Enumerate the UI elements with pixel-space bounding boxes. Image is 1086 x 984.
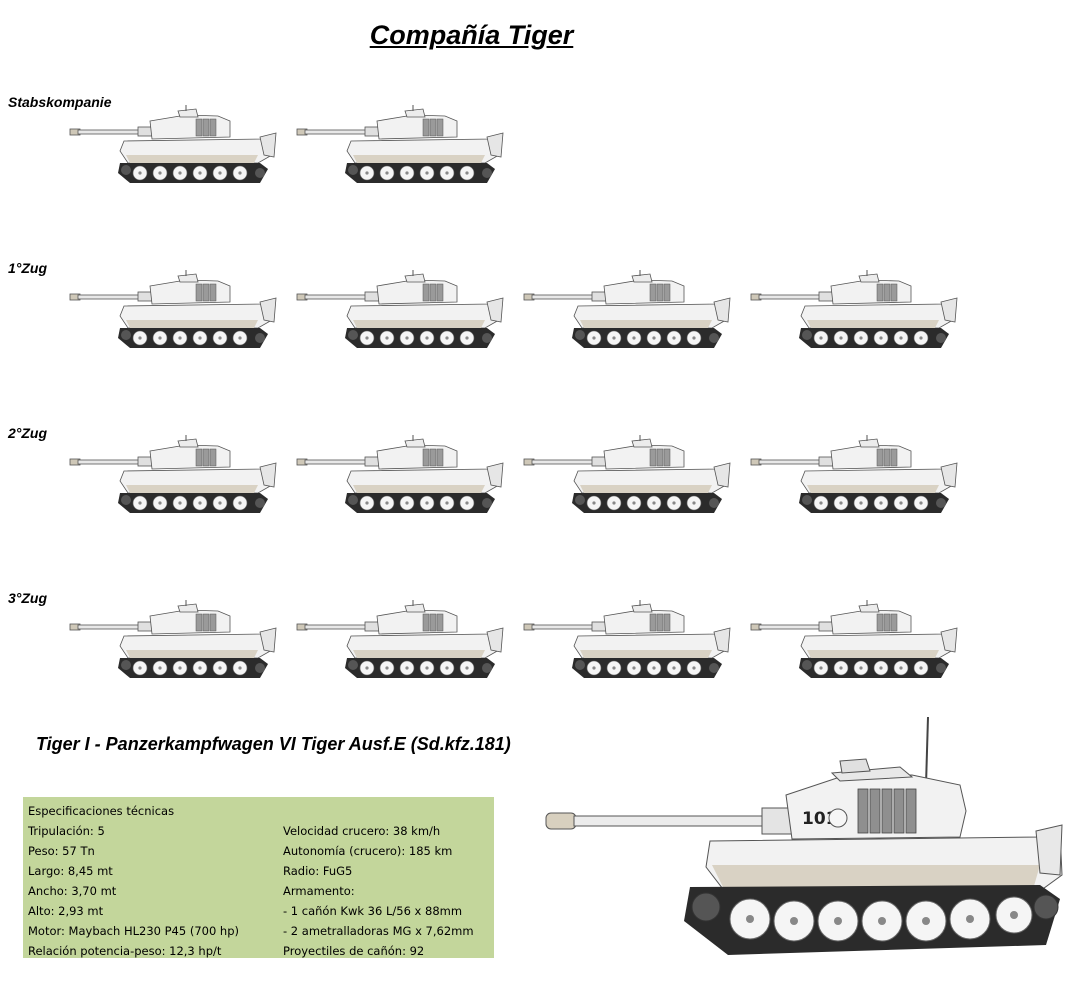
row-label-zug-1: 1°Zug: [8, 260, 48, 276]
tank-icon: [522, 598, 734, 682]
spec-line: Ancho: 3,70 mt: [28, 884, 117, 898]
spec-line: Largo: 8,45 mt: [28, 864, 113, 878]
spec-line: - 2 ametralladoras MG x 7,62mm: [283, 924, 474, 938]
tank-icon: [749, 598, 961, 682]
page-title: Compañía Tiger: [369, 20, 574, 50]
spec-line: Autonomía (crucero): 185 km: [283, 844, 453, 858]
row-label-zug-2: 2°Zug: [8, 425, 48, 441]
spec-line: Peso: 57 Tn: [28, 844, 95, 858]
spec-line: Armamento:: [283, 884, 355, 898]
tank-icon: [68, 268, 280, 352]
spec-line: Proyectiles de cañón: 92: [283, 944, 425, 958]
tank-icon: [68, 103, 280, 187]
tank-icon: [295, 103, 507, 187]
tank-icon: [749, 433, 961, 517]
row-label-zug-3: 3°Zug: [8, 590, 48, 606]
spec-line: Alto: 2,93 mt: [28, 904, 104, 918]
specifications-left-column: Especificaciones técnicas Tripulación: 5…: [28, 801, 239, 961]
spec-line: - 1 cañón Kwk 36 L/56 x 88mm: [283, 904, 463, 918]
row-label-stabskompanie: Stabskompanie: [8, 94, 112, 110]
tank-number-label: 101: [802, 809, 838, 829]
tank-model-title: Tiger I - Panzerkampfwagen VI Tiger Ausf…: [36, 734, 511, 754]
spec-line: Motor: Maybach HL230 P45 (700 hp): [28, 924, 239, 938]
spec-line: Relación potencia-peso: 12,3 hp/t: [28, 944, 222, 958]
specifications-box: Especificaciones técnicas Tripulación: 5…: [23, 797, 494, 958]
spec-line: Radio: FuG5: [283, 864, 353, 878]
tank-icon: [68, 433, 280, 517]
tank-icon: [749, 268, 961, 352]
tank-icon: [295, 598, 507, 682]
specifications-right-column: Velocidad crucero: 38 km/h Autonomía (cr…: [283, 821, 474, 961]
spec-heading: Especificaciones técnicas: [28, 804, 175, 818]
tank-icon: [522, 268, 734, 352]
tank-icon: [522, 433, 734, 517]
spec-line: Velocidad crucero: 38 km/h: [283, 824, 441, 838]
tank-icon: [68, 598, 280, 682]
tank-icon: [295, 268, 507, 352]
tiger-tank-illustration: 101: [540, 715, 1070, 970]
spec-line: Tripulación: 5: [28, 824, 105, 838]
tank-icon: [295, 433, 507, 517]
